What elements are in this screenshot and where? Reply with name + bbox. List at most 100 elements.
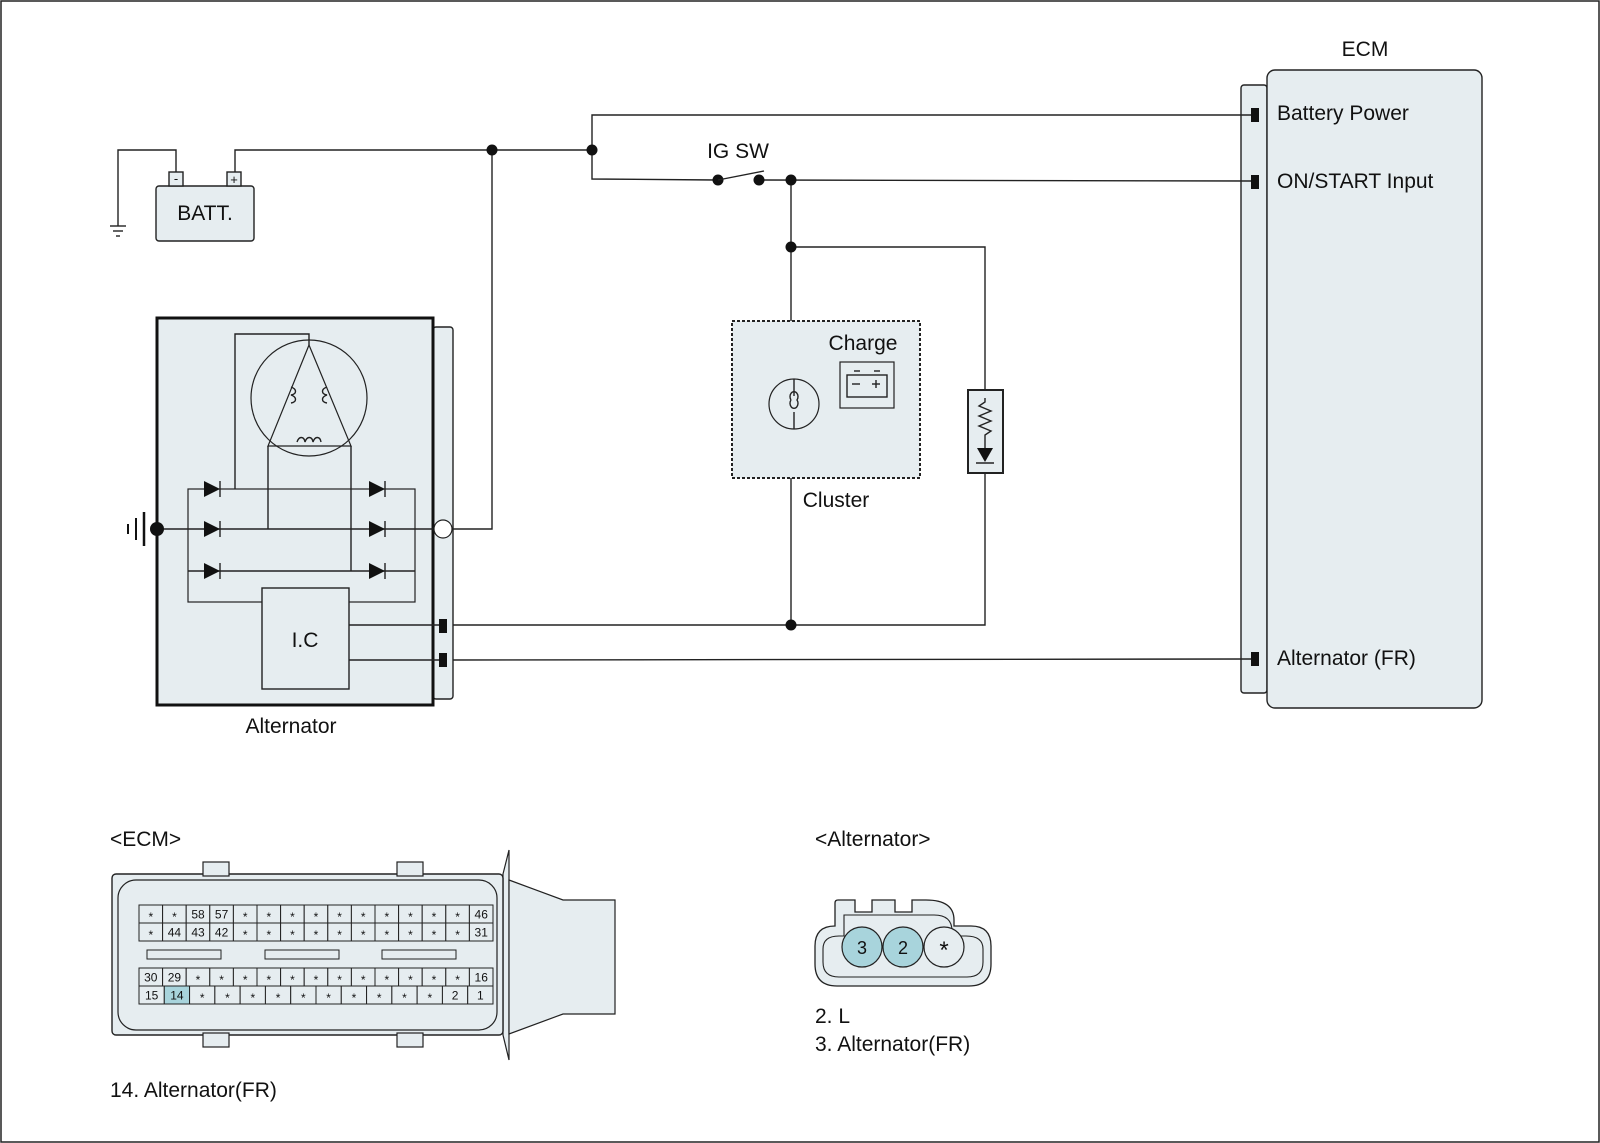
- alternator-pin: [882, 926, 924, 968]
- ecm-pin-label: *: [337, 973, 342, 987]
- resistor-icon: [977, 398, 993, 448]
- diode-icon: [977, 448, 993, 462]
- ecm-pin-label: *: [361, 928, 366, 942]
- resistor-diode: [967, 389, 1004, 474]
- cluster-label: Cluster: [803, 489, 870, 512]
- ecm-pin-label: *: [427, 991, 432, 1005]
- ecm-pin-label: 1: [477, 989, 484, 1003]
- ecm-pin-label: 46: [475, 908, 489, 922]
- ecm-legend-0: 14. Alternator(FR): [110, 1079, 277, 1102]
- alternator: I.C Alternator: [127, 316, 454, 738]
- ecm-pin-label: *: [377, 991, 382, 1005]
- battery-label: BATT.: [177, 202, 233, 225]
- ecm-pin-label: *: [337, 910, 342, 924]
- ecm-pin-label: 29: [168, 971, 182, 985]
- ecm-pin-label: *: [455, 928, 460, 942]
- ecm-pin-label: *: [266, 928, 271, 942]
- ig-sw-label: IG SW: [707, 140, 769, 163]
- stator-icon: [250, 339, 368, 457]
- ecm-pin-label: 58: [191, 908, 205, 922]
- alternator-label: Alternator: [245, 715, 336, 738]
- ecm-pin-label: *: [352, 991, 357, 1005]
- alternator-pins: 3 2 *: [841, 926, 965, 968]
- battery-plus-icon: +: [230, 172, 238, 187]
- alternator-pin: [841, 926, 883, 968]
- battery: - + BATT.: [155, 171, 255, 242]
- alternator-connector-title: <Alternator>: [815, 828, 931, 851]
- ecm-pin-label: *: [301, 991, 306, 1005]
- ecm-pin-label: *: [455, 910, 460, 924]
- ecm-pin-label: *: [243, 928, 248, 942]
- ecm-pin-label: 30: [144, 971, 158, 985]
- ecm-alternator-label: Alternator (FR): [1277, 647, 1416, 670]
- ecm-pin-cell: [467, 985, 494, 1005]
- ecm-pin-label: *: [337, 928, 342, 942]
- ecm-pin-label: *: [225, 991, 230, 1005]
- ecm-pin-label: *: [455, 973, 460, 987]
- ecm-pin-label: 57: [215, 908, 229, 922]
- ecm-block: ECM Battery Power ON/START Input Alterna…: [1240, 38, 1483, 709]
- ecm-terminal-battery: [1251, 108, 1259, 122]
- ecm-pin-label: 44: [168, 926, 182, 940]
- ecm-pin-label: *: [276, 991, 281, 1005]
- charge-battery-icon: [846, 374, 888, 398]
- ecm-terminal-alternator: [1251, 652, 1259, 666]
- ecm-pin-label: *: [219, 973, 224, 987]
- main-wiring: [110, 114, 1252, 661]
- ecm-pin-label: *: [243, 973, 248, 987]
- ecm-connector-title: <ECM>: [110, 828, 181, 851]
- alternator-legend-0: 2. L: [815, 1005, 850, 1028]
- ecm-pin-cell: [468, 922, 494, 942]
- ecm-pin-label: *: [314, 910, 319, 924]
- ecm-pin-label: *: [200, 991, 205, 1005]
- ecm-pin-label: *: [408, 910, 413, 924]
- ecm-pin-label: *: [172, 910, 177, 924]
- ig-switch: IG SW: [707, 140, 769, 181]
- alternator-pin-label: 2: [898, 938, 908, 958]
- ecm-pin-label: *: [432, 910, 437, 924]
- ecm-pin-label: *: [148, 910, 153, 924]
- ecm-pin-label: *: [408, 973, 413, 987]
- ecm-pin-label: *: [250, 991, 255, 1005]
- alternator-pin: [923, 926, 965, 968]
- ecm-pin-label: *: [148, 928, 153, 942]
- ecm-pin-label: *: [326, 991, 331, 1005]
- ecm-battery-power-label: Battery Power: [1277, 102, 1409, 125]
- ecm-pin-label: 16: [475, 971, 489, 985]
- ecm-pin-label: *: [402, 991, 407, 1005]
- ecm-pin-label: *: [384, 910, 389, 924]
- ecm-pin-label: *: [361, 973, 366, 987]
- cluster: Charge Cluster: [731, 320, 921, 512]
- ecm-pin-label: *: [314, 928, 319, 942]
- ecm-pin-label: *: [266, 910, 271, 924]
- rectifier-diodes: [204, 481, 386, 579]
- alternator-pin-label: *: [939, 937, 948, 964]
- ecm-title: ECM: [1342, 38, 1389, 61]
- ecm-pin-label: *: [432, 973, 437, 987]
- ecm-pin-label: *: [243, 910, 248, 924]
- ecm-pin-label: *: [408, 928, 413, 942]
- ecm-pin-label: *: [384, 928, 389, 942]
- ecm-pin-label: 14: [170, 989, 184, 1003]
- ecm-pin-label: *: [384, 973, 389, 987]
- battery-minus-icon: -: [174, 171, 178, 186]
- ecm-pin-label: 42: [215, 926, 229, 940]
- ecm-terminal-on-start: [1251, 175, 1259, 189]
- ecm-pin-label: *: [361, 910, 366, 924]
- ecm-pin-label: *: [266, 973, 271, 987]
- ecm-pin-label: 43: [191, 926, 205, 940]
- ecm-body: [1266, 69, 1483, 709]
- ecm-pin-label: 15: [145, 989, 159, 1003]
- ecm-pin-label: *: [314, 973, 319, 987]
- ecm-on-start-label: ON/START Input: [1277, 170, 1434, 193]
- ecm-pin-label: *: [432, 928, 437, 942]
- ic-label: I.C: [292, 629, 319, 652]
- alternator-pin-label: 3: [857, 938, 867, 958]
- ecm-pin-label: 31: [475, 926, 489, 940]
- ecm-pin-label: *: [196, 973, 201, 987]
- charge-label: Charge: [829, 332, 898, 355]
